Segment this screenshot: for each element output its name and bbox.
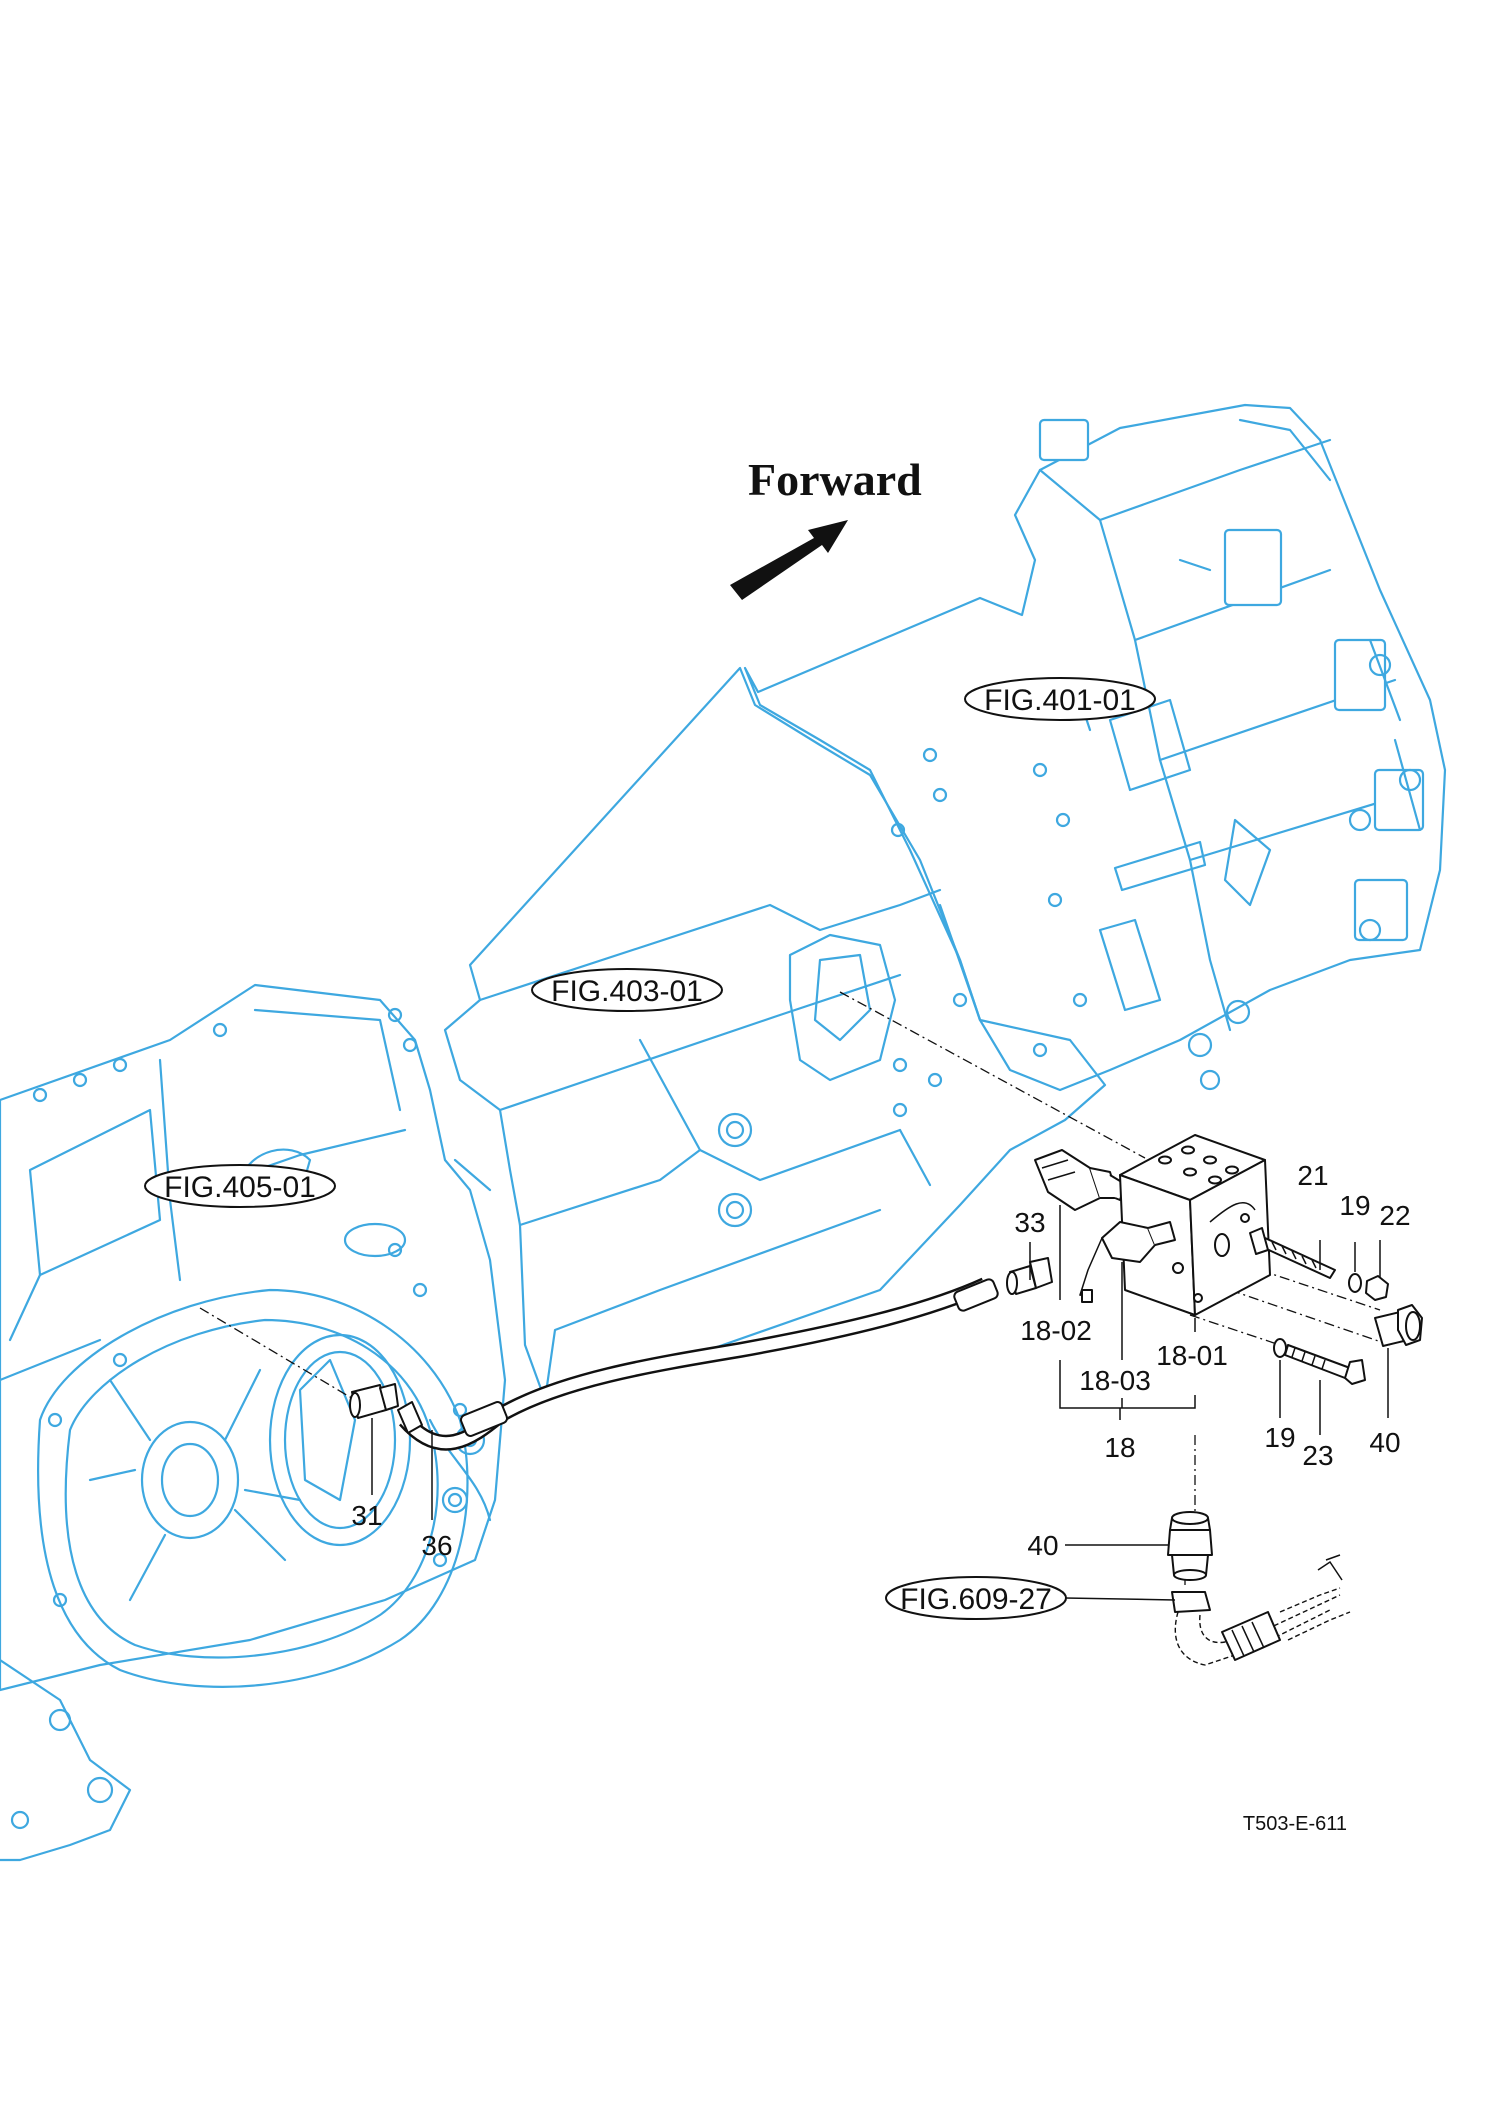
- callout-18-02: 18-02: [1020, 1315, 1092, 1346]
- bolt-23: [1284, 1344, 1366, 1385]
- callout-22: 22: [1379, 1200, 1410, 1231]
- valve-block-18-01: [1119, 1134, 1271, 1316]
- valve-18-03: [1079, 1221, 1176, 1303]
- ref-fig-403-label: FIG.403-01: [551, 975, 703, 1008]
- callout-40b: 40: [1027, 1530, 1058, 1561]
- callout-19b: 19: [1264, 1422, 1295, 1453]
- switch-18-02: [1034, 1149, 1126, 1211]
- hose-36: [397, 1277, 999, 1451]
- callout-31: 31: [351, 1500, 382, 1531]
- ref-fig-405[interactable]: FIG.405-01: [144, 1164, 336, 1208]
- ref-fig-405-label: FIG.405-01: [164, 1171, 316, 1204]
- ref-fig-609[interactable]: FIG.609-27: [885, 1576, 1067, 1620]
- elbow-hose-609-27: [1171, 1554, 1351, 1666]
- callout-19a: 19: [1339, 1190, 1370, 1221]
- rear-housing: [0, 983, 507, 1862]
- callout-21: 21: [1297, 1160, 1328, 1191]
- adapter-40b: [1167, 1511, 1213, 1581]
- ref-fig-401-label: FIG.401-01: [984, 684, 1136, 717]
- hydraulic-parts: [349, 1134, 1423, 1666]
- bolt-21: [1249, 1227, 1336, 1279]
- drawing-code: T503-E-611: [1243, 1813, 1347, 1835]
- callout-36: 36: [421, 1530, 452, 1561]
- ref-fig-401[interactable]: FIG.401-01: [964, 677, 1156, 721]
- callout-33: 33: [1014, 1207, 1045, 1238]
- adapter-40a: [1374, 1304, 1423, 1347]
- forward-label: Forward: [748, 454, 922, 505]
- middle-housing: [443, 666, 1107, 1402]
- fitting-33: [1006, 1257, 1053, 1295]
- ref-fig-403[interactable]: FIG.403-01: [531, 968, 723, 1012]
- transmission-casing: [0, 403, 1447, 1862]
- forward-arrow-icon: [730, 520, 848, 600]
- washer-19a: [1348, 1273, 1362, 1293]
- fitting-31: [349, 1383, 399, 1419]
- ref-fig-609-label: FIG.609-27: [900, 1583, 1052, 1616]
- callout-18-03: 18-03: [1079, 1365, 1151, 1396]
- callout-18-01: 18-01: [1156, 1340, 1228, 1371]
- callout-23: 23: [1302, 1440, 1333, 1471]
- front-housing: [743, 403, 1447, 1092]
- washer-19b: [1273, 1338, 1287, 1358]
- callout-40a: 40: [1369, 1427, 1400, 1458]
- figure-references: FIG.401-01 FIG.403-01 FIG.405-01 FIG.609…: [144, 677, 1156, 1620]
- leader-lines: [371, 1205, 1389, 1601]
- callout-labels: 33 21 19 22 18-02 18-01 18-03 18 19 23 4…: [351, 1160, 1410, 1561]
- nut-22: [1365, 1275, 1389, 1301]
- forward-indicator: Forward: [730, 454, 922, 600]
- callout-18: 18: [1104, 1432, 1135, 1463]
